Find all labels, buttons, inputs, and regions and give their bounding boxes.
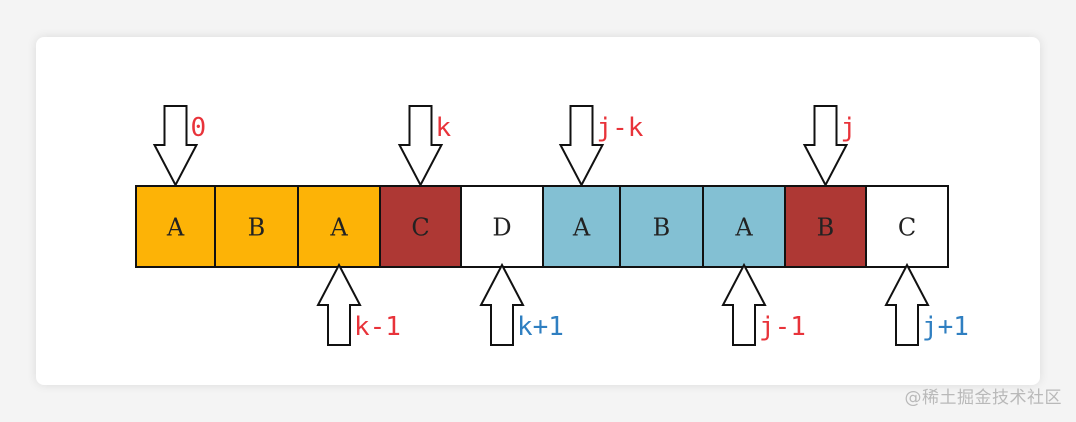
watermark-text: @稀土掘金技术社区 bbox=[904, 388, 1062, 408]
cell-4: D bbox=[460, 185, 544, 268]
cell-box bbox=[784, 185, 867, 268]
cell-1: B bbox=[214, 185, 299, 268]
bottom-arrow-0: k-1 bbox=[316, 262, 401, 346]
cell-3: C bbox=[379, 185, 462, 268]
cell-letter: B bbox=[248, 214, 266, 242]
cell-letter: B bbox=[817, 214, 835, 242]
cell-letter: B bbox=[653, 214, 671, 242]
top-arrow-2: j-k bbox=[558, 105, 644, 188]
cell-box bbox=[135, 185, 216, 268]
down-arrow-icon bbox=[802, 105, 849, 188]
cell-box bbox=[214, 185, 299, 268]
index-label: j bbox=[841, 113, 857, 143]
up-arrow-icon bbox=[721, 262, 767, 346]
top-arrow-1: k bbox=[397, 105, 452, 188]
bottom-arrow-2: j-1 bbox=[721, 262, 806, 346]
index-label: 0 bbox=[191, 113, 207, 143]
cell-8: B bbox=[784, 185, 867, 268]
cell-7: A bbox=[702, 185, 786, 268]
index-label: k-1 bbox=[354, 312, 401, 342]
cell-letter: C bbox=[411, 214, 429, 242]
cell-letter: A bbox=[329, 214, 348, 242]
cell-box bbox=[702, 185, 786, 268]
index-label: j+1 bbox=[922, 312, 969, 342]
cell-letter: D bbox=[492, 214, 511, 242]
cell-9: C bbox=[865, 185, 949, 268]
cell-0: A bbox=[135, 185, 216, 268]
cell-box bbox=[542, 185, 621, 268]
cell-letter: A bbox=[166, 214, 185, 242]
cell-letter: C bbox=[898, 214, 916, 242]
bottom-arrow-1: k+1 bbox=[479, 262, 564, 346]
cell-5: A bbox=[542, 185, 621, 268]
index-label: k bbox=[436, 113, 452, 143]
top-arrow-0: 0 bbox=[152, 105, 207, 188]
index-label: k+1 bbox=[517, 312, 564, 342]
cell-box bbox=[865, 185, 949, 268]
down-arrow-icon bbox=[558, 105, 605, 188]
down-arrow-icon bbox=[152, 105, 199, 188]
cell-2: A bbox=[297, 185, 381, 268]
cell-box bbox=[297, 185, 381, 268]
index-label: j-k bbox=[597, 113, 644, 143]
up-arrow-icon bbox=[316, 262, 362, 346]
cell-letter: A bbox=[734, 214, 753, 242]
up-arrow-icon bbox=[884, 262, 930, 346]
up-arrow-icon bbox=[479, 262, 525, 346]
top-arrow-3: j bbox=[802, 105, 857, 188]
cell-box bbox=[379, 185, 462, 268]
pointer-arrows: 0 k j-k j k-1 k+1 j-1 j+1 bbox=[152, 105, 969, 346]
down-arrow-icon bbox=[397, 105, 444, 188]
cell-letter: A bbox=[572, 214, 591, 242]
cell-6: B bbox=[619, 185, 704, 268]
bottom-arrow-3: j+1 bbox=[884, 262, 969, 346]
index-label: j-1 bbox=[759, 312, 806, 342]
